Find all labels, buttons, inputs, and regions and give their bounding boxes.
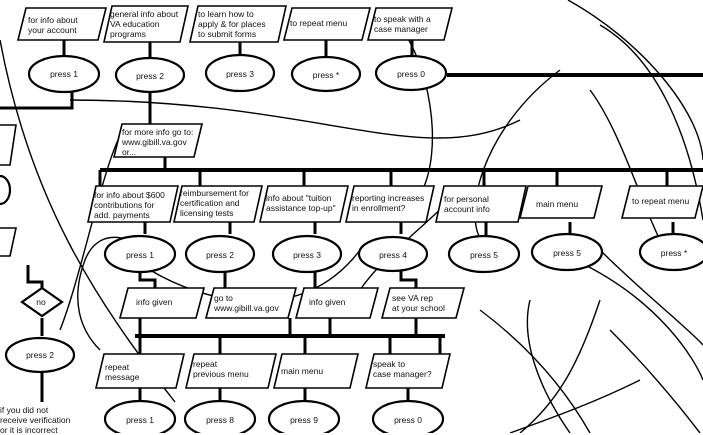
mid-box-reimbursement xyxy=(173,185,263,223)
top-oval-press-1: press 1 xyxy=(50,69,78,79)
mid-oval-2 xyxy=(184,234,256,274)
mid-oval-press-1: press 1 xyxy=(126,250,154,260)
top-box-label-apply: to learn how to apply & for places to su… xyxy=(198,9,266,39)
mid-box-main-menu xyxy=(518,185,604,219)
top-oval-press-2: press 2 xyxy=(136,71,164,81)
bottom-oval-press-0: press 0 xyxy=(394,415,422,425)
bottom-box-repeat xyxy=(94,353,186,389)
left-box-partial-2 xyxy=(0,227,17,257)
result-box-2 xyxy=(204,287,298,319)
left-box-partial-1 xyxy=(0,124,17,166)
result-box-label-3: info given xyxy=(309,297,346,307)
bottom-box-case xyxy=(364,353,452,389)
mid-box-label-main-menu: main menu xyxy=(536,199,579,209)
mid-box-contributions xyxy=(87,185,179,223)
result-box-label-2: go to www.gibill.va.gov xyxy=(214,293,279,313)
mid-box-label-reimbursement: reimbursement for certification and lice… xyxy=(180,188,249,218)
top-box-general xyxy=(103,5,189,43)
top-oval-star xyxy=(290,55,362,93)
mid-oval-press-3: press 3 xyxy=(293,250,321,260)
mid-oval-press-5a: press 5 xyxy=(470,250,498,260)
bottom-box-label-main: main menu xyxy=(281,366,324,376)
bottom-oval-9 xyxy=(267,399,341,433)
mid-box-label-tuition: info about "tuition assistance top-up" xyxy=(266,193,336,213)
bottom-box-label-case: speak to case manager? xyxy=(373,359,432,379)
top-oval-press-star: press * xyxy=(312,70,340,80)
top-box-case-manager xyxy=(366,7,454,41)
top-oval-3 xyxy=(204,53,276,93)
gibill-box-label: for more info go to: www.gibill.va.gov o… xyxy=(122,127,194,157)
bottom-box-main xyxy=(272,353,360,389)
bottom-oval-press-1: press 1 xyxy=(126,415,154,425)
bottom-box-label-previous: repeat previous menu xyxy=(193,359,249,379)
mid-oval-press-star: press * xyxy=(660,248,688,258)
mid-oval-star xyxy=(638,232,703,272)
top-box-apply xyxy=(189,5,287,43)
mid-box-repeat xyxy=(620,185,703,219)
mid-oval-press-2: press 2 xyxy=(206,250,234,260)
top-oval-2 xyxy=(114,56,186,94)
bottom-oval-1 xyxy=(103,399,177,433)
result-box-label-1: info given xyxy=(136,297,173,307)
result-box-3 xyxy=(294,287,380,319)
top-box-repeat xyxy=(282,7,372,41)
mid-oval-5b xyxy=(530,232,604,272)
mid-oval-3 xyxy=(271,234,343,274)
result-box-label-4: see VA rep at your school xyxy=(392,293,445,313)
top-box-label-account: for info about your account xyxy=(28,15,78,35)
left-note-verification: if you did not receive verification or i… xyxy=(0,405,71,435)
mid-box-personal xyxy=(435,185,527,223)
mid-oval-5a xyxy=(447,234,521,274)
left-oval-press-2: press 2 xyxy=(26,350,54,360)
bottom-oval-0 xyxy=(371,399,445,433)
top-box-label-general: general info about VA education programs xyxy=(110,9,179,39)
mid-oval-press-5b: press 5 xyxy=(553,248,581,258)
top-oval-press-3: press 3 xyxy=(226,69,254,79)
mid-box-tuition xyxy=(259,185,349,223)
mid-box-label-contributions: for info about $600 contributions for ad… xyxy=(94,190,165,220)
bottom-oval-press-9: press 9 xyxy=(290,415,318,425)
left-oval-partial xyxy=(0,174,12,206)
gibill-box xyxy=(112,123,204,158)
bottom-box-previous xyxy=(184,353,278,389)
result-box-1 xyxy=(118,287,206,319)
top-box-label-repeat: to repeat menu xyxy=(290,18,348,28)
bottom-oval-8 xyxy=(183,399,257,433)
top-oval-press-0: press 0 xyxy=(397,69,425,79)
mid-box-enrollment xyxy=(345,185,435,223)
left-oval-press-2 xyxy=(4,336,76,374)
bottom-oval-press-8: press 8 xyxy=(206,415,234,425)
mid-oval-1 xyxy=(103,234,177,274)
mid-box-label-repeat: to repeat menu xyxy=(632,196,690,206)
top-oval-0 xyxy=(374,54,448,92)
mid-box-label-personal: for personal account info xyxy=(444,194,490,214)
mid-oval-press-4: press 4 xyxy=(379,250,407,260)
result-box-4 xyxy=(380,287,466,319)
mid-box-label-enrollment: reporting increases in enrollment? xyxy=(352,193,425,213)
bottom-box-label-repeat: repeat message xyxy=(105,362,140,382)
decision-no-label: no xyxy=(36,297,46,307)
top-box-account xyxy=(16,7,108,41)
decision-diamond xyxy=(20,286,64,318)
top-oval-1 xyxy=(27,54,101,94)
top-box-label-case-manager: to speak with a case manager xyxy=(374,14,431,34)
mid-oval-4 xyxy=(357,235,429,273)
